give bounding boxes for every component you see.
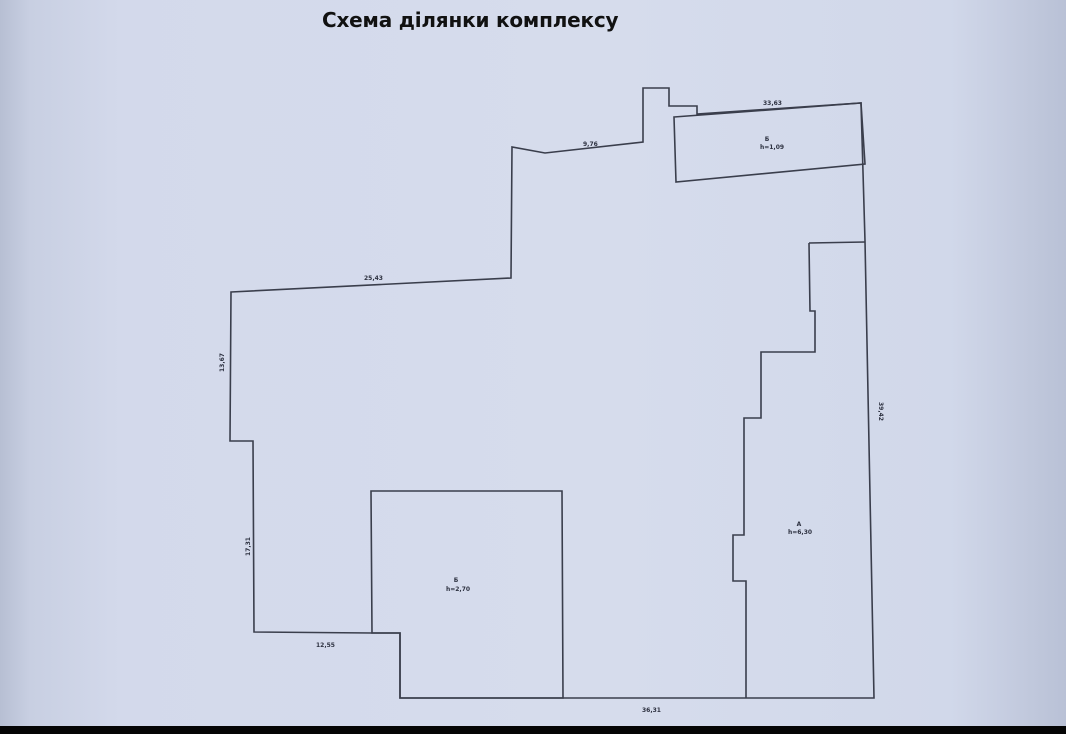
page-title: Схема ділянки комплексу xyxy=(322,8,619,32)
building-a-right-outline xyxy=(732,241,866,698)
dimension-top-mid: 9,76 xyxy=(583,141,598,148)
site-boundary xyxy=(229,87,875,699)
building-b-top-outline xyxy=(673,102,866,183)
building-label-b-bottom: Б h=2,70 xyxy=(446,577,470,593)
dimension-upper-left-top: 25,43 xyxy=(364,275,383,282)
dimension-bottom-left: 12,55 xyxy=(316,642,335,649)
dimension-right-side: 39,42 xyxy=(877,402,884,421)
svg-text:h=6,30: h=6,30 xyxy=(788,529,812,536)
dimension-bottom: 36,31 xyxy=(642,707,661,714)
svg-text:Б: Б xyxy=(454,577,459,584)
svg-text:А: А xyxy=(797,521,802,528)
dimension-left-lower: 17,31 xyxy=(245,537,252,556)
building-label-b-top: Б h=1,09 xyxy=(760,136,784,151)
svg-text:h=2,70: h=2,70 xyxy=(446,586,470,593)
dimension-top-right: 33,63 xyxy=(763,100,782,107)
bottom-black-bar xyxy=(0,726,1066,734)
svg-text:h=1,09: h=1,09 xyxy=(760,144,784,151)
svg-text:Б: Б xyxy=(765,136,770,143)
building-label-a-right: А h=6,30 xyxy=(788,521,812,536)
dimension-left-upper: 13,67 xyxy=(219,353,226,372)
building-b-bottom-outline xyxy=(370,490,564,699)
